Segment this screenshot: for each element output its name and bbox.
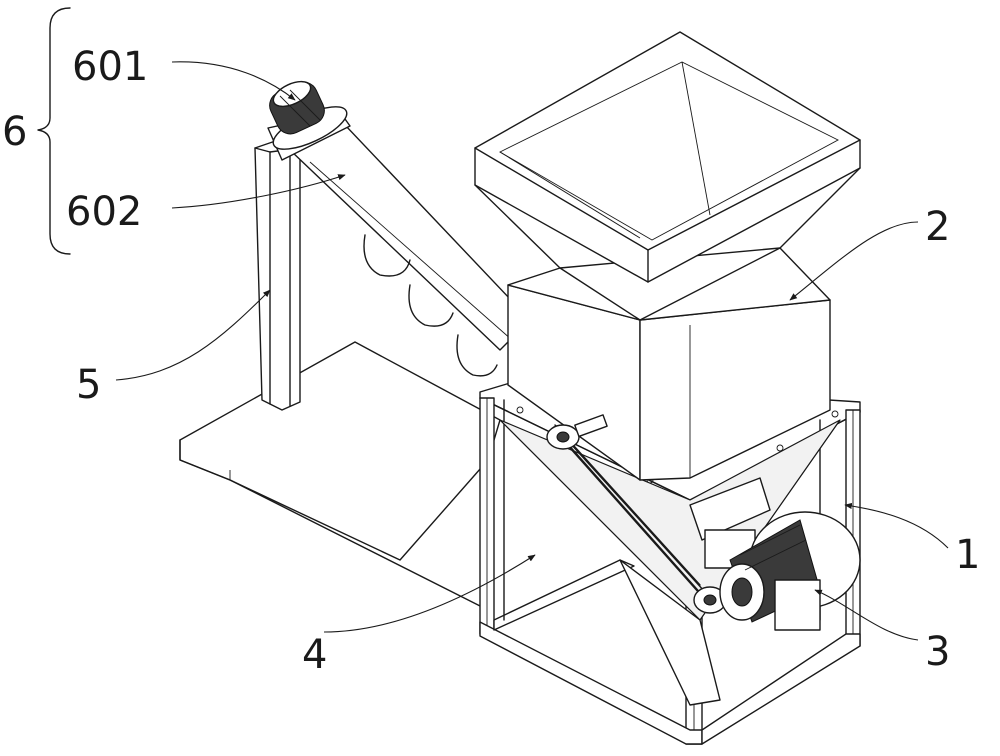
discharge-hopper bbox=[499, 419, 841, 706]
feed-hopper bbox=[474, 31, 861, 321]
support-column bbox=[254, 135, 301, 411]
label-part-3: 3 bbox=[925, 629, 950, 675]
label-part-601: 601 bbox=[72, 44, 148, 90]
leader-lines bbox=[115, 61, 949, 641]
label-group-6: 6 bbox=[2, 109, 27, 155]
label-part-4: 4 bbox=[302, 632, 327, 678]
conveyor-motor bbox=[267, 80, 351, 161]
label-part-1: 1 bbox=[955, 532, 980, 578]
base-plate bbox=[179, 341, 501, 611]
crusher-housing bbox=[507, 247, 831, 481]
label-part-2: 2 bbox=[925, 204, 950, 250]
drive-motor bbox=[689, 477, 861, 631]
group-bracket bbox=[37, 7, 71, 255]
label-part-602: 602 bbox=[66, 189, 142, 235]
label-part-5: 5 bbox=[76, 362, 101, 408]
